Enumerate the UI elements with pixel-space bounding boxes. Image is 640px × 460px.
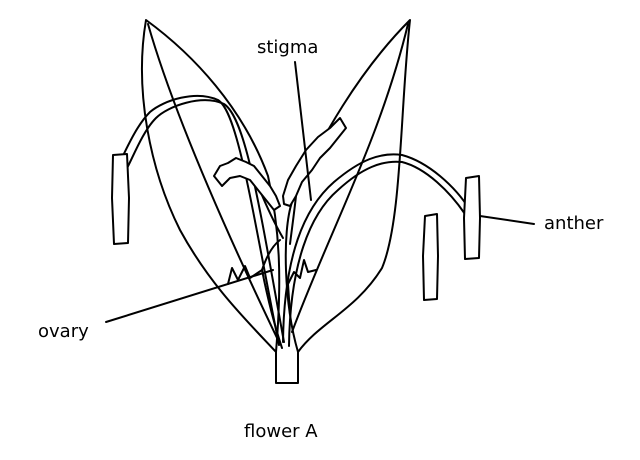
right-petal-midrib — [291, 23, 409, 333]
right-style — [289, 195, 297, 245]
left-filament — [119, 95, 280, 346]
left-petal-midrib — [147, 23, 279, 341]
diagram-caption: flower A — [244, 421, 318, 442]
anther-leader-line — [479, 215, 535, 225]
left-petal — [141, 19, 281, 353]
left-stigma — [213, 157, 281, 211]
stigma-leader-line — [294, 61, 312, 201]
flower-stalk — [275, 351, 299, 384]
right-stigma — [282, 117, 347, 207]
right-anther — [463, 175, 481, 260]
left-filament-inner — [125, 99, 285, 343]
ovary-label: ovary — [38, 321, 89, 342]
left-anther — [111, 153, 130, 245]
ovary-right-part — [287, 259, 317, 315]
detached-anther — [422, 213, 439, 301]
ovary-body — [261, 239, 283, 349]
anther-label: anther — [544, 213, 604, 234]
right-filament — [282, 153, 471, 343]
ovary-leader-line — [105, 269, 274, 323]
right-filament-inner — [288, 160, 466, 347]
stigma-label: stigma — [257, 37, 319, 58]
